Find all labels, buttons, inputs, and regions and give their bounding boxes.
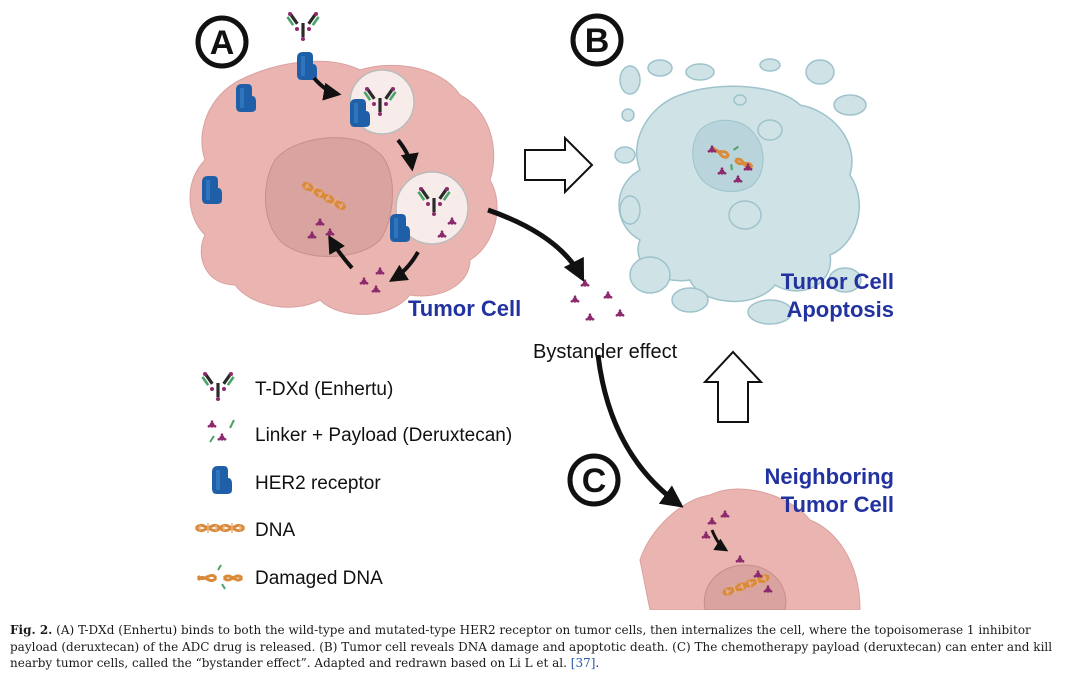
apoptotic-cell (618, 85, 860, 303)
legend-label: HER2 receptor (255, 473, 381, 494)
legend-damaged-dna-icon (196, 563, 244, 591)
payload-icon (570, 295, 580, 303)
apoptosis-label-line1: Tumor Cell (781, 269, 894, 294)
arrow-a2 (396, 138, 419, 172)
panel-letter-b: B (585, 22, 610, 60)
payload-icon (580, 279, 590, 287)
figure-diagram: A B C Tumor Cell Tumor Cell Apoptosis Ne… (189, 12, 894, 610)
arrow-a4 (328, 234, 354, 270)
receptor-icon (297, 52, 317, 80)
apoptosis-label-line2: Apoptosis (786, 297, 894, 322)
legend-antibody-icon (201, 372, 235, 401)
tumor-cell-label: Tumor Cell (408, 296, 521, 321)
caption-label: Fig. 2. (10, 623, 53, 637)
payload-icon (615, 309, 625, 317)
arrow-to-bystander (487, 207, 585, 283)
legend-payload-icon (207, 419, 235, 443)
caption-reference-link[interactable]: [37] (570, 656, 596, 670)
payload-icon (585, 313, 595, 321)
hollow-arrow-right (524, 135, 594, 195)
payload-icon (603, 291, 613, 299)
neighbor-label-line1: Neighboring (764, 464, 894, 489)
arrow-to-neighbor (595, 354, 684, 508)
panel-letter-a: A (210, 24, 235, 62)
legend-receptor-icon (212, 466, 232, 494)
neighbor-cell (639, 488, 861, 610)
bystander-label: Bystander effect (533, 341, 678, 363)
panel-letter-c-badge: C (567, 453, 621, 507)
legend: T-DXd (Enhertu) Linker + Payload (Deruxt… (194, 372, 512, 591)
neighbor-label-line2: Tumor Cell (781, 492, 894, 517)
legend-label: Damaged DNA (255, 568, 383, 589)
panel-c (639, 488, 861, 610)
figure-caption: Fig. 2. (A) T-DXd (Enhertu) binds to bot… (10, 622, 1072, 672)
legend-label: Linker + Payload (Deruxtecan) (255, 425, 512, 446)
caption-text: (A) T-DXd (Enhertu) binds to both the wi… (10, 623, 1053, 670)
arrow-c-inner (710, 529, 729, 552)
arrow-a3 (388, 251, 420, 282)
apoptotic-blebs (614, 58, 867, 325)
hollow-arrow-up (702, 350, 764, 423)
legend-label: DNA (255, 520, 295, 541)
endosome-2 (395, 171, 469, 245)
panel-letter-c: C (582, 462, 607, 500)
panel-letter-a-badge: A (195, 15, 249, 69)
arrow-a1 (312, 76, 342, 101)
legend-dna-icon (194, 521, 246, 535)
legend-label: T-DXd (Enhertu) (255, 379, 393, 400)
caption-end: . (595, 656, 600, 670)
panel-letter-b-badge: B (570, 13, 624, 67)
panel-a (189, 12, 498, 315)
panel-b (614, 58, 867, 325)
antibody-icon (286, 12, 320, 41)
